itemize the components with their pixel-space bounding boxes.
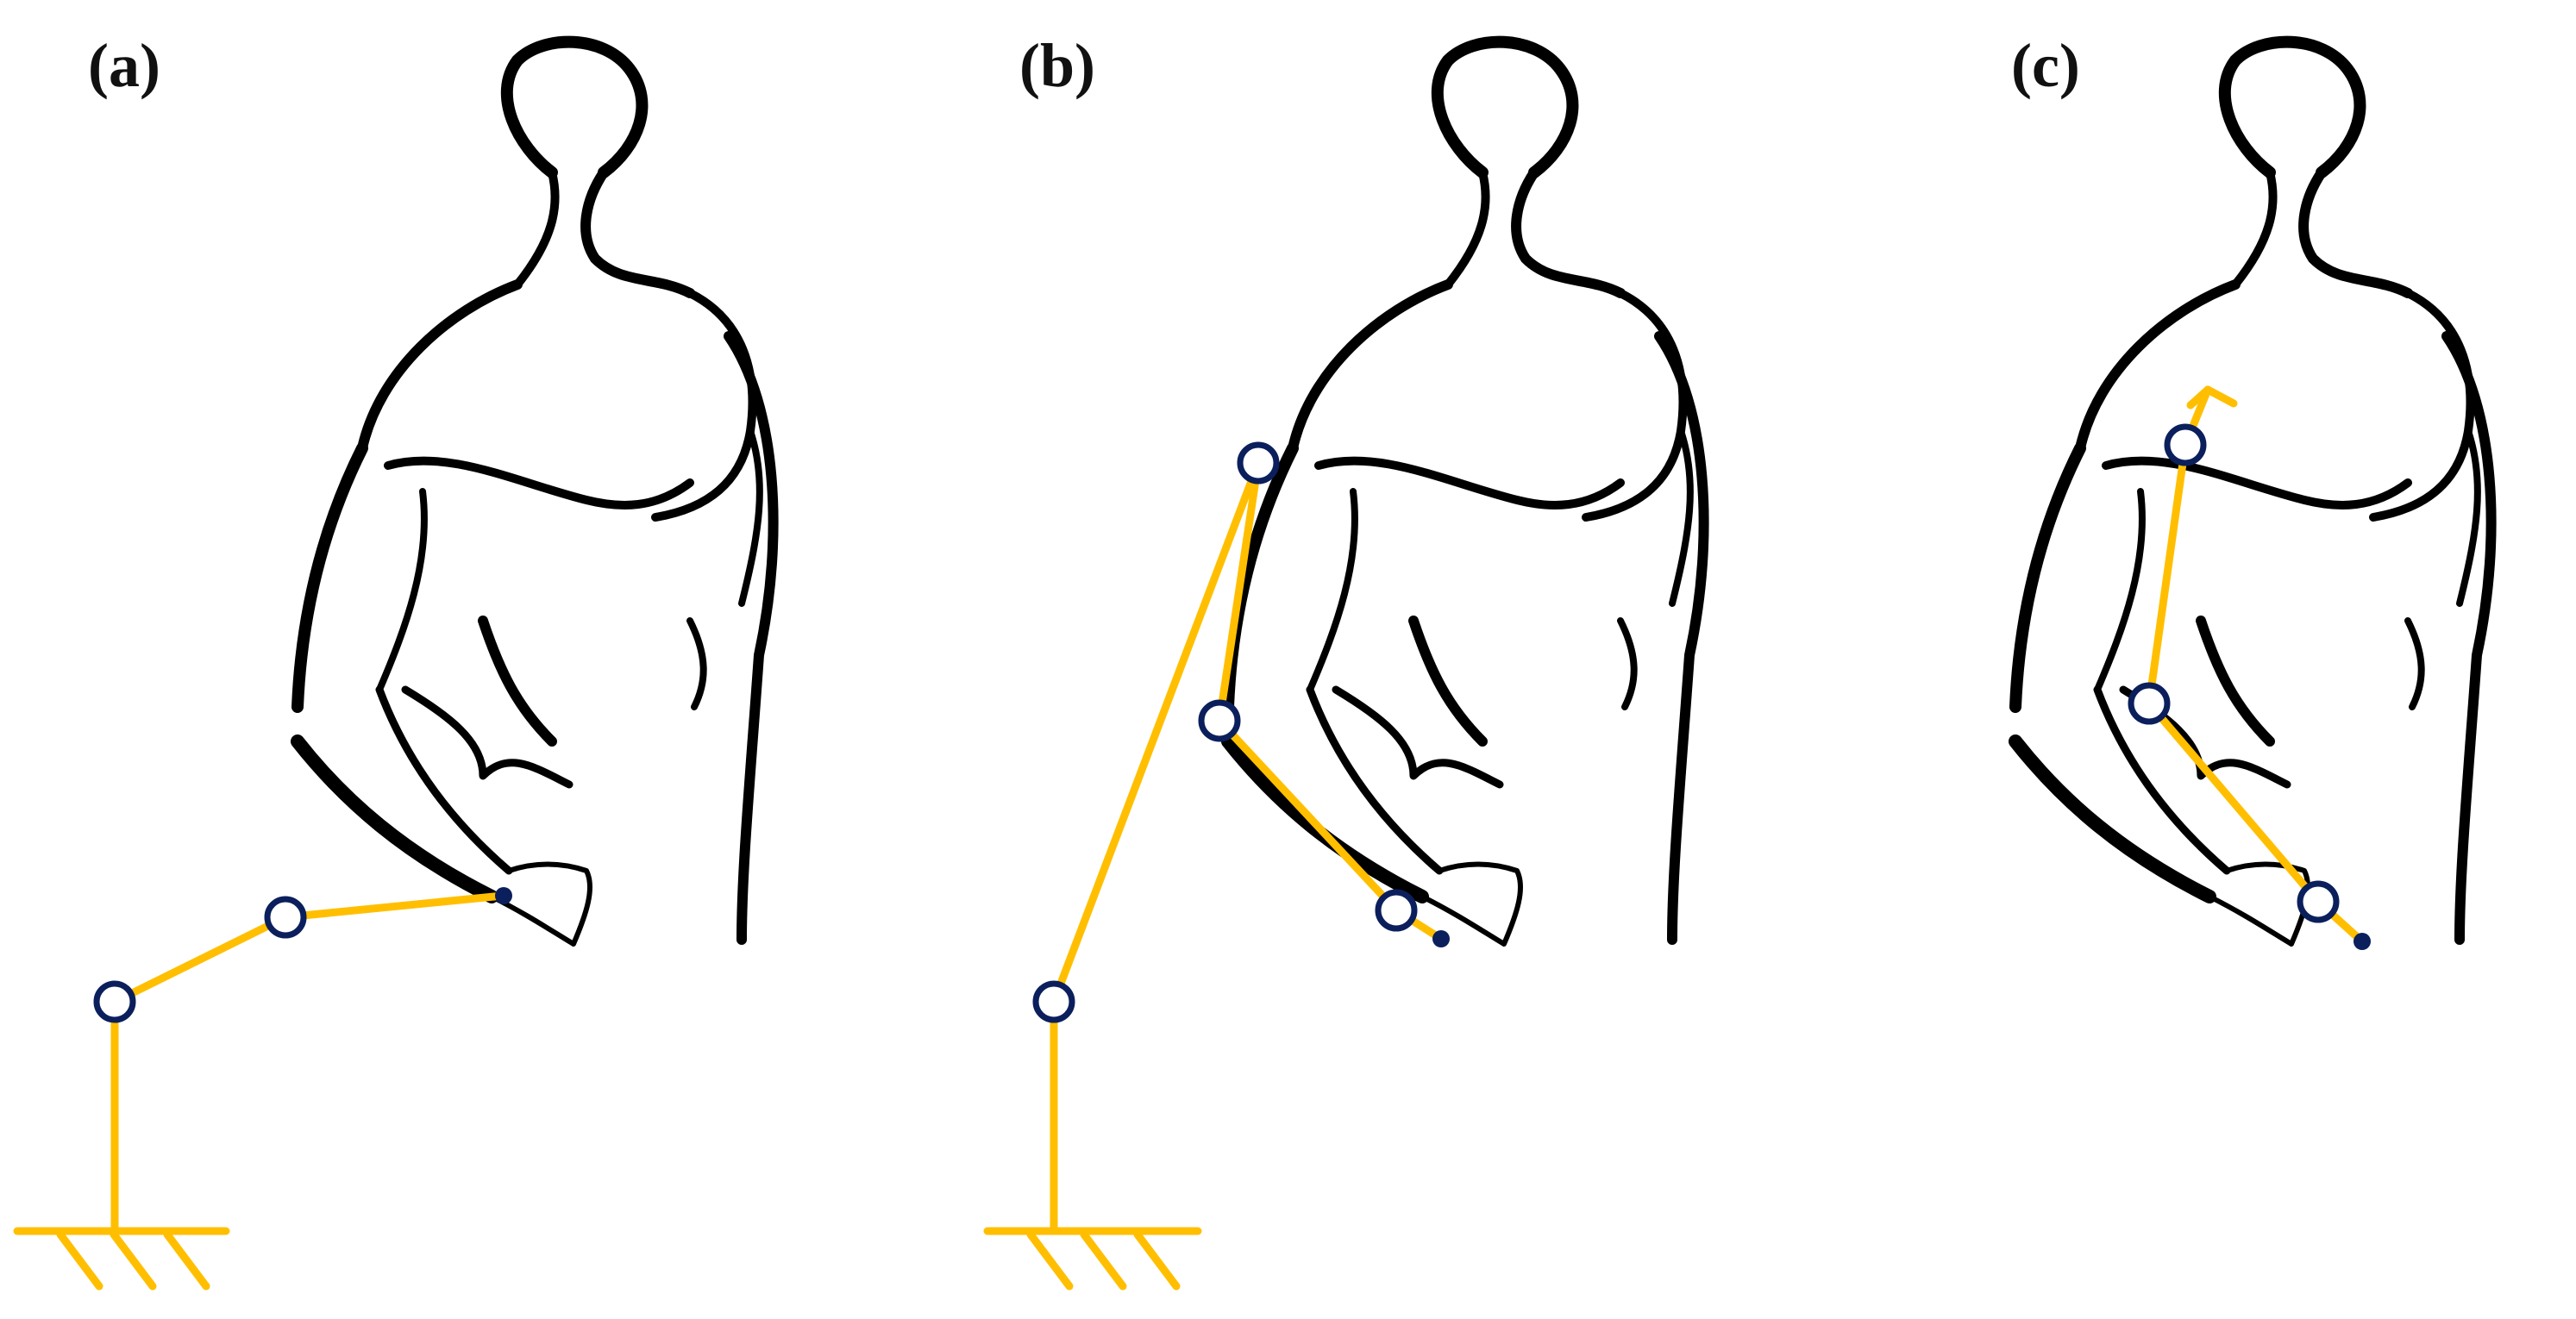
panel-label-b: (b)	[1019, 31, 1095, 100]
joint-shoulder	[2164, 423, 2207, 466]
end-effector-dot	[2353, 933, 2371, 950]
hatch-1	[56, 1230, 103, 1291]
linkage-diagram	[13, 887, 512, 1291]
panel-label-a: (a)	[88, 31, 160, 100]
panel-b: (b)	[931, 0, 1789, 1319]
link-forearm	[2145, 699, 2322, 906]
panel-label-c: (c)	[2011, 31, 2080, 100]
link-1	[110, 913, 290, 1006]
end-effector-dot	[1432, 930, 1450, 947]
human-torso-sketch	[2009, 35, 2497, 947]
joint-1	[93, 980, 136, 1023]
panel-a-figure	[13, 35, 779, 1291]
joint-elbow	[2128, 682, 2171, 725]
end-effector-dot	[495, 887, 512, 904]
hatch-3	[163, 1230, 210, 1291]
human-torso-sketch	[1221, 35, 1709, 947]
panel-b-figure	[983, 35, 1709, 1291]
link-upper-arm	[1215, 459, 1263, 725]
panel-c: (c)	[1718, 0, 2576, 1319]
hatch-2	[110, 1230, 157, 1291]
joint-elbow	[1198, 699, 1241, 742]
joint-shoulder	[1237, 441, 1280, 484]
joint-wrist	[2297, 880, 2340, 923]
linkage-diagram	[2128, 385, 2371, 950]
arrow-head-right	[2203, 385, 2238, 408]
joint-base	[1032, 980, 1075, 1023]
hatch-2	[1080, 1230, 1127, 1291]
hatch-1	[1026, 1230, 1074, 1291]
link-long	[1050, 459, 1263, 1006]
human-torso-sketch	[291, 35, 779, 947]
link-upper-arm	[2145, 441, 2190, 708]
panel-c-figure	[2009, 35, 2497, 950]
link-forearm	[1215, 716, 1401, 915]
joint-2	[264, 896, 307, 939]
hatch-3	[1133, 1230, 1181, 1291]
joint-wrist	[1375, 889, 1418, 932]
panel-a: (a)	[0, 0, 858, 1319]
linkage-diagram	[983, 441, 1450, 1291]
link-2	[281, 891, 507, 922]
